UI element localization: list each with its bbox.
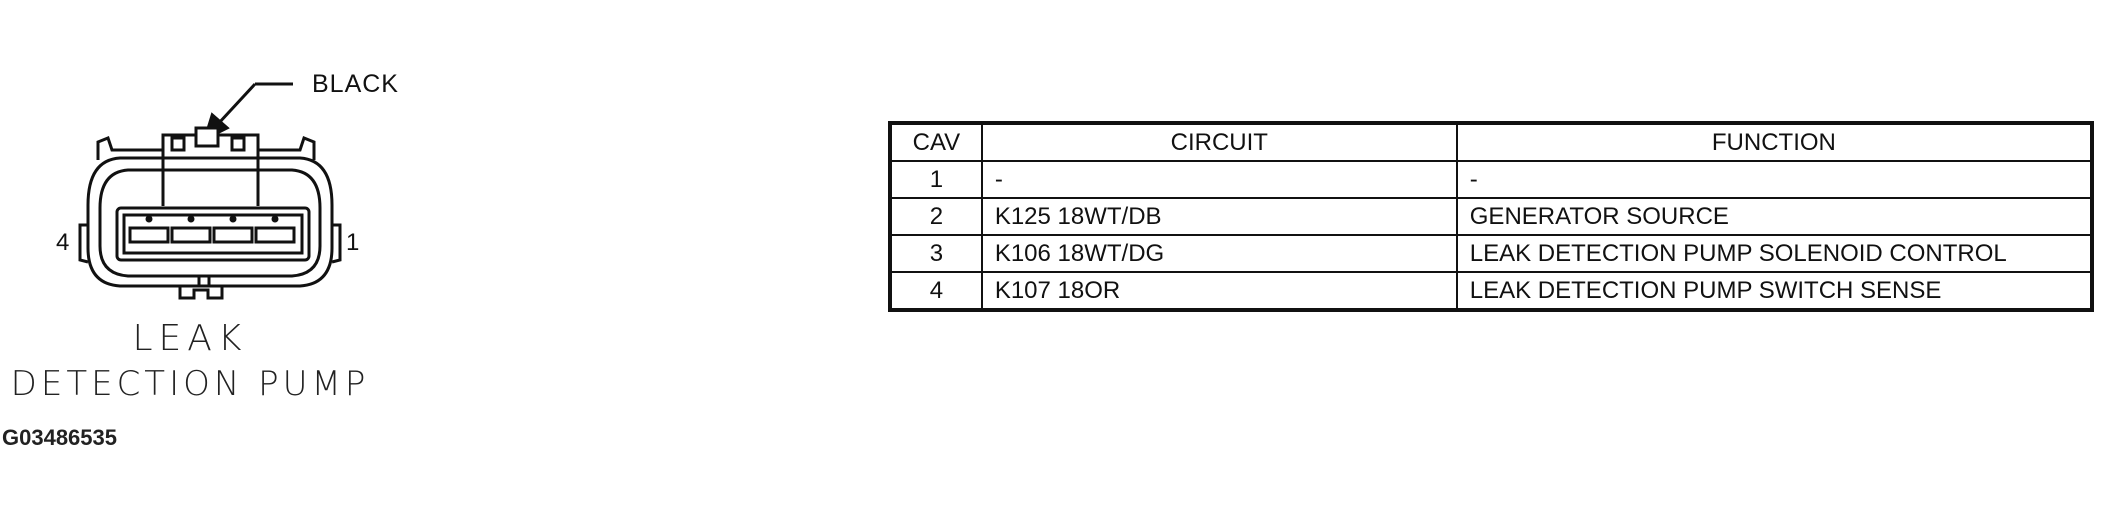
function-cell: LEAK DETECTION PUMP SOLENOID CONTROL xyxy=(1455,234,2094,273)
circuit-cell: K125 18WT/DB xyxy=(980,197,1458,236)
circuit-cell: K106 18WT/DG xyxy=(980,234,1458,273)
table-row: 4 K107 18OR LEAK DETECTION PUMP SWITCH S… xyxy=(889,271,2094,311)
function-cell: LEAK DETECTION PUMP SWITCH SENSE xyxy=(1455,271,2094,311)
wire-color-label: BLACK xyxy=(312,70,399,98)
table-row: 3 K106 18WT/DG LEAK DETECTION PUMP SOLEN… xyxy=(889,234,2094,273)
header-cav: CAV xyxy=(889,122,983,162)
circuit-cell: - xyxy=(980,160,1458,199)
function-cell: GENERATOR SOURCE xyxy=(1455,197,2094,236)
circuit-cell: K107 18OR xyxy=(980,271,1458,311)
cav-cell: 2 xyxy=(889,197,983,236)
cav-cell: 4 xyxy=(889,271,983,311)
connector-key xyxy=(178,274,224,300)
table-header-row: CAV CIRCUIT FUNCTION xyxy=(889,122,2094,162)
connector-name-line2: DETECTION PUMP xyxy=(10,364,370,404)
pinout-table: CAV CIRCUIT FUNCTION 1 - - 2 K125 18WT/D… xyxy=(888,121,2094,312)
pin-number-right: 1 xyxy=(346,229,360,256)
terminal-cavities xyxy=(115,206,311,262)
connector-body xyxy=(78,150,342,288)
connector-latch xyxy=(96,126,316,160)
table-row: 2 K125 18WT/DB GENERATOR SOURCE xyxy=(889,197,2094,236)
function-cell: - xyxy=(1455,160,2094,199)
header-function: FUNCTION xyxy=(1455,122,2094,162)
pin-number-left: 4 xyxy=(56,229,70,256)
connector-name-line1: LEAK xyxy=(132,318,248,359)
figure-id: G03486535 xyxy=(2,425,117,450)
table-row: 1 - - xyxy=(889,160,2094,199)
cav-cell: 3 xyxy=(889,234,983,273)
cav-cell: 1 xyxy=(889,160,983,199)
header-circuit: CIRCUIT xyxy=(980,122,1458,162)
